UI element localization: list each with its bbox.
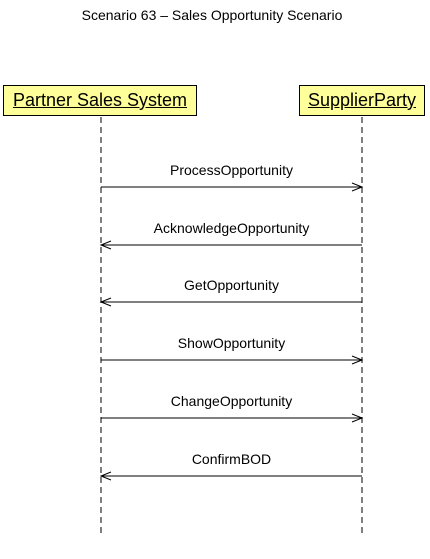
message-label: ProcessOpportunity [170,162,293,178]
messages-group: ProcessOpportunityAcknowledgeOpportunity… [99,162,364,481]
message-label: ShowOpportunity [178,335,285,351]
diagram-title: Scenario 63 – Sales Opportunity Scenario [81,7,343,23]
message-label: ChangeOpportunity [171,393,292,409]
actor-supplier-party: SupplierParty [299,85,425,116]
message-arrowhead [99,297,112,307]
actor-partner-sales-system: Partner Sales System [3,85,197,116]
message-label: AcknowledgeOpportunity [154,220,310,236]
message-arrowhead [351,355,364,365]
message-label: ConfirmBOD [192,451,271,467]
message-arrowhead [99,240,112,250]
message-arrowhead [351,413,364,423]
message-arrowhead [351,182,364,192]
message-arrowhead [99,471,112,481]
message-label: GetOpportunity [184,277,279,293]
